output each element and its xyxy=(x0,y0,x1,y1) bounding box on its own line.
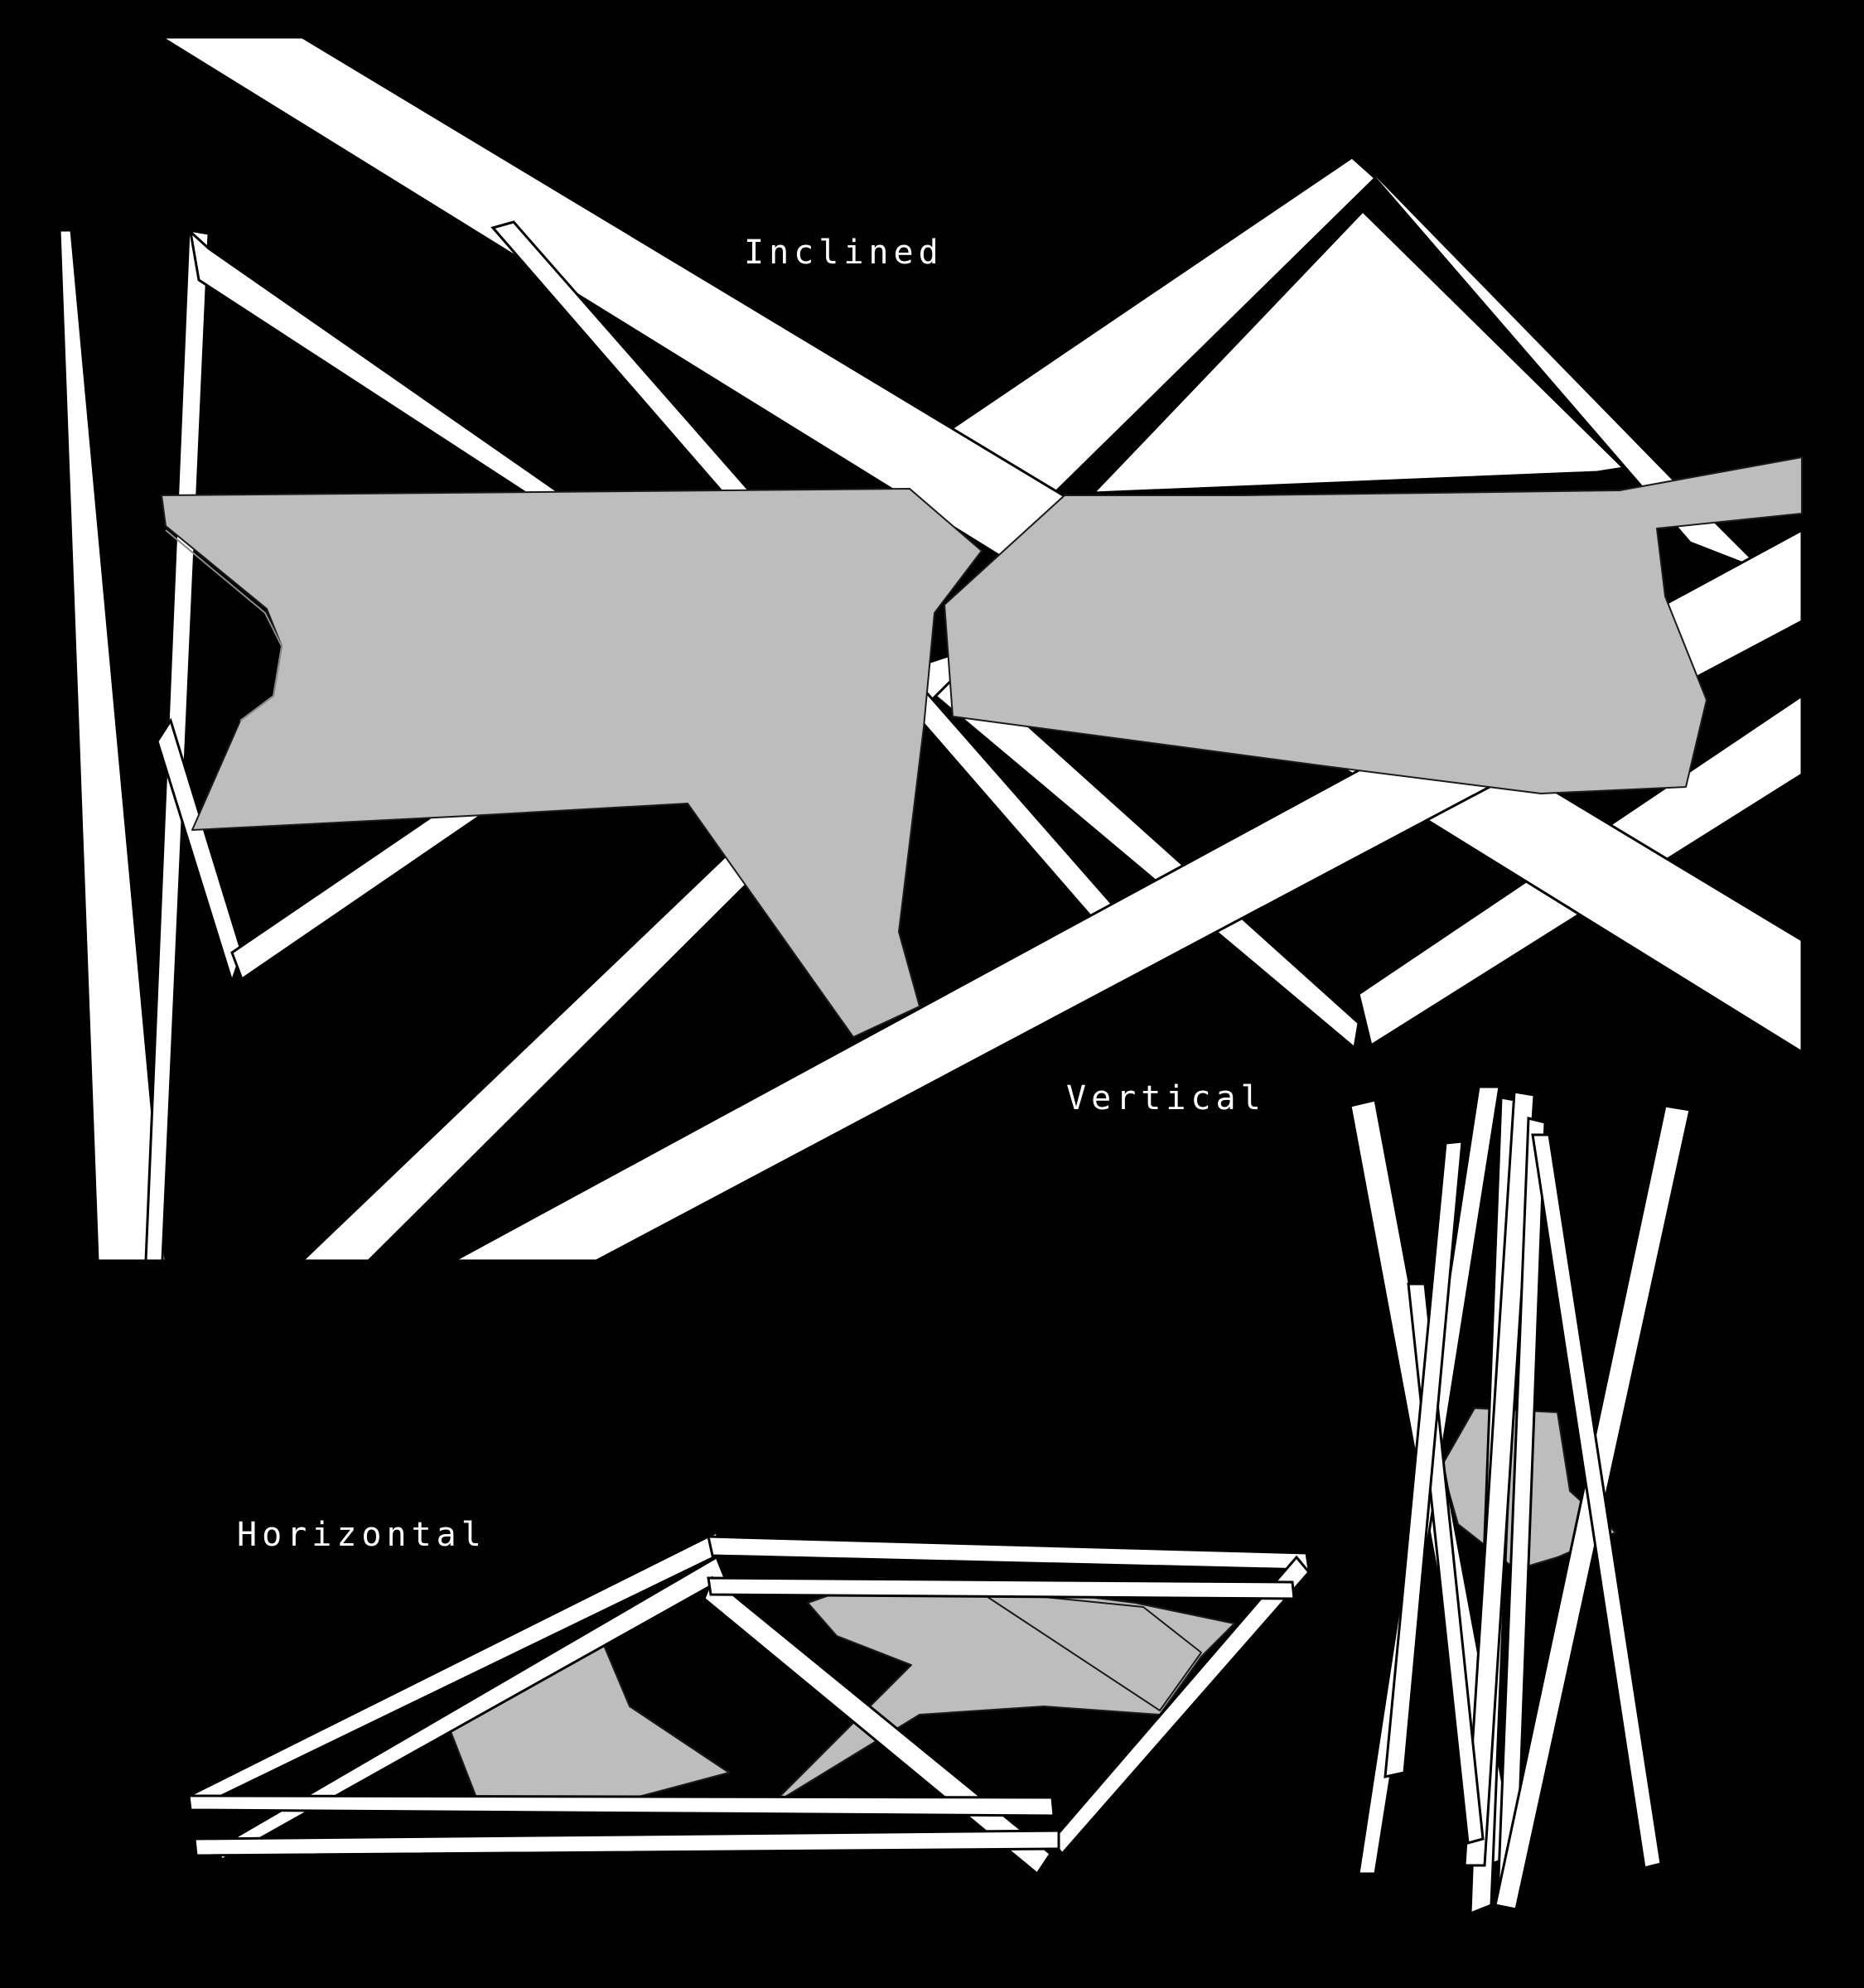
inclined-beam-diamond-inner xyxy=(1090,209,1627,495)
inclined-membrane-right xyxy=(944,456,1803,794)
inclined-structure xyxy=(58,36,1804,1262)
vertical-beam-7 xyxy=(1531,1133,1663,1870)
vertical-beam-9 xyxy=(1384,1140,1464,1778)
horizontal-membrane-3 xyxy=(977,1590,1202,1711)
horizontal-beam-8 xyxy=(707,1576,1296,1600)
inclined-beam-left-post xyxy=(58,229,167,1262)
vertical-beam-4 xyxy=(1463,1090,1536,1867)
vertical-structure xyxy=(1349,1085,1692,1916)
inclined-beam-triangle-bottom xyxy=(156,717,244,986)
horizontal-beam-2 xyxy=(213,1555,727,1862)
inclined-membrane-crease xyxy=(165,529,283,721)
inclined-label: Inclined xyxy=(744,234,944,272)
horizontal-beam-6 xyxy=(187,1794,1055,1817)
horizontal-beam-3 xyxy=(707,1535,1311,1571)
vertical-label: Vertical xyxy=(1066,1079,1266,1117)
inclined-membrane-left xyxy=(161,488,983,1038)
horizontal-label: Horizontal xyxy=(237,1516,486,1554)
horizontal-beam-7 xyxy=(193,1829,1060,1857)
horizontal-beam-5 xyxy=(1050,1555,1311,1856)
horizontal-structure xyxy=(187,1530,1311,1876)
inclined-beam-triangle-top xyxy=(188,228,583,517)
inclined-beam-diamond-ur xyxy=(1357,156,1766,573)
